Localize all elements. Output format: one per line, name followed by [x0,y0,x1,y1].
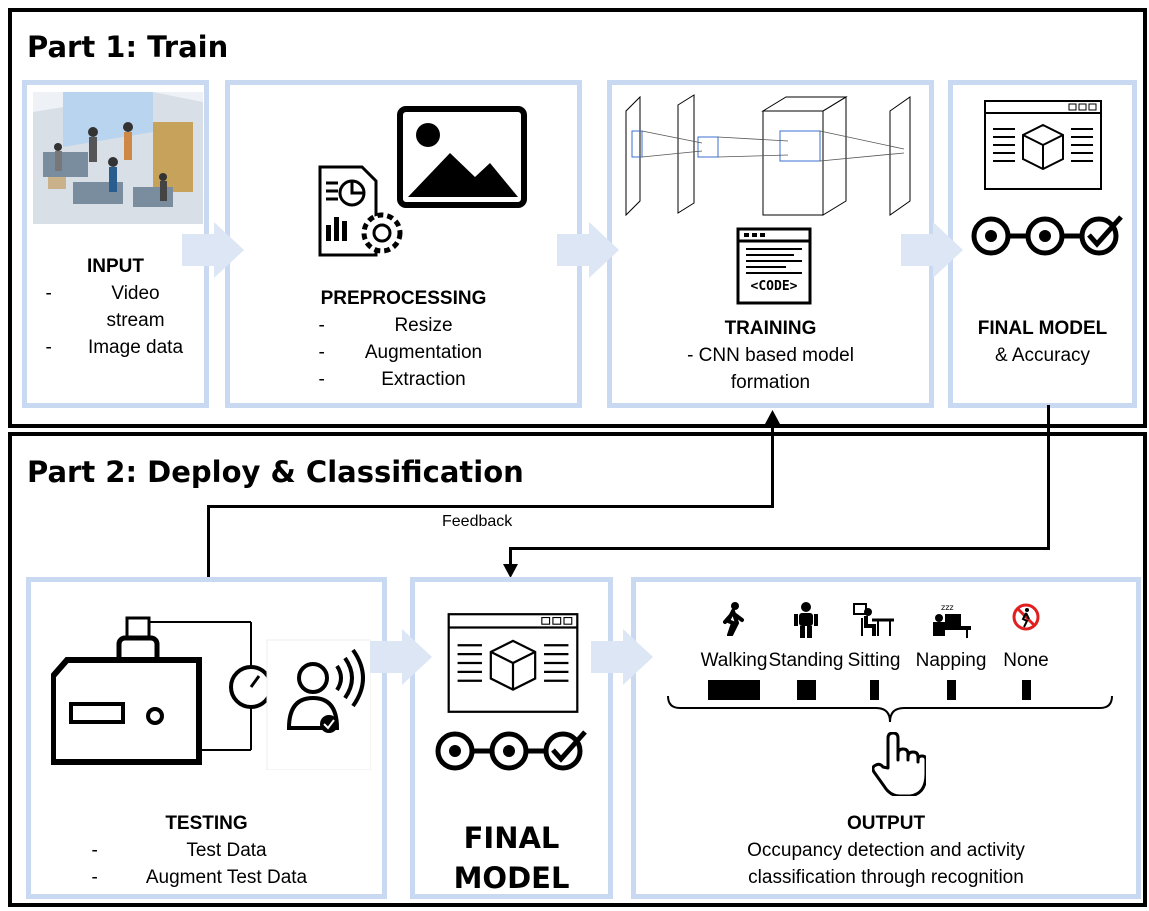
preprocessing-title: PREPROCESSING [320,288,487,309]
deployed-model-panel: FINAL MODEL [410,577,613,899]
testing-title: TESTING [165,813,248,834]
activity-label: Sitting [847,650,901,671]
arrow-training-to-final [901,222,963,278]
feedback-arrowhead [765,410,780,424]
output-line2: classification through recognition [748,867,1024,888]
input-item-image: Image data [87,337,184,358]
preprocessing-text: PREPROCESSING -Resize -Augmentation -Ext… [230,285,577,393]
feedback-line-to-training [771,420,774,508]
deploy-arrowhead [503,564,518,578]
activity-label: Napping [915,650,987,671]
training-title: TRAINING [724,318,817,339]
final-model-title: FINAL MODEL [977,318,1108,339]
svg-text:zzz: zzz [941,603,954,612]
feedback-line-up [207,505,210,577]
sitting-icon [852,602,896,642]
arrow-model-to-output [591,629,653,685]
deploy-line-down [1047,405,1050,550]
output-brace [666,694,1116,726]
output-text: OUTPUT Occupancy detection and activity … [636,810,1136,891]
deployed-model-line2: MODEL [453,861,570,895]
output-title: OUTPUT [846,813,926,834]
arrow-input-to-preprocessing [182,222,244,278]
deploy-line-horizontal [509,547,1050,550]
code-label: <CODE> [750,279,798,294]
input-title: INPUT [87,256,144,277]
final-model-subtitle: & Accuracy [994,345,1091,366]
office-scene-image [33,92,203,224]
activity-label: None [1003,650,1049,671]
part2-frame [8,432,1147,907]
preprocessing-item-resize: Resize [394,315,453,336]
testing-panel: TESTING -Test Data -Augment Test Data [26,577,387,899]
preprocessing-item-augmentation: Augmentation [364,342,483,363]
testing-device-icon [51,600,371,770]
none-icon [1011,602,1041,642]
deployed-model-text: FINAL MODEL [415,818,608,898]
testing-text: TESTING -Test Data -Augment Test Data [31,810,382,891]
napping-icon: zzz [929,602,973,642]
cnn-diagram [618,91,928,221]
standing-icon [791,602,821,642]
feedback-line-horizontal [207,505,773,508]
training-text: TRAINING - CNN based model formation [612,315,929,396]
input-panel: INPUT -Video stream -Image data [22,80,209,408]
activity-label: Walking [700,650,768,671]
activity-level-bar [796,680,816,700]
activity-level-bar [946,680,956,700]
pointer-hand-icon [872,732,926,796]
preprocessing-panel: PREPROCESSING -Resize -Augmentation -Ext… [225,80,582,408]
arrow-testing-to-model [370,629,432,685]
part1-frame [8,8,1147,428]
walking-icon [719,602,749,642]
training-line2: formation [730,372,811,393]
activity-level-bar [1021,680,1031,700]
preprocessing-item-extraction: Extraction [381,369,466,390]
final-model-panel: FINAL MODEL & Accuracy [948,80,1137,408]
activity-level-bar [869,680,879,700]
deployed-model-line1: FINAL [463,821,560,855]
activity-label: Standing [768,650,844,671]
testing-item-augment: Augment Test Data [145,867,308,888]
deployed-progress-steps-icon [433,728,589,774]
testing-item-test-data: Test Data [186,840,267,861]
activity-level-bar [708,680,760,700]
training-line1: - CNN based model [687,345,854,366]
input-item-video: Video stream [106,283,165,331]
code-icon [734,227,814,305]
output-line1: Occupancy detection and activity [747,840,1025,861]
input-text: INPUT -Video stream -Image data [27,253,204,361]
preprocessing-icon [310,105,530,265]
deploy-line-to-model [509,547,512,567]
part1-title: Part 1: Train [27,30,229,64]
feedback-label: Feedback [442,513,513,530]
arrow-preprocessing-to-training [557,222,619,278]
deployed-model-window-icon [445,612,581,714]
part2-title: Part 2: Deploy & Classification [27,455,524,489]
final-model-text: FINAL MODEL & Accuracy [953,315,1132,369]
progress-steps-icon [969,213,1125,259]
model-window-icon [983,99,1103,191]
training-panel: <CODE> TRAINING - CNN based model format… [607,80,934,408]
